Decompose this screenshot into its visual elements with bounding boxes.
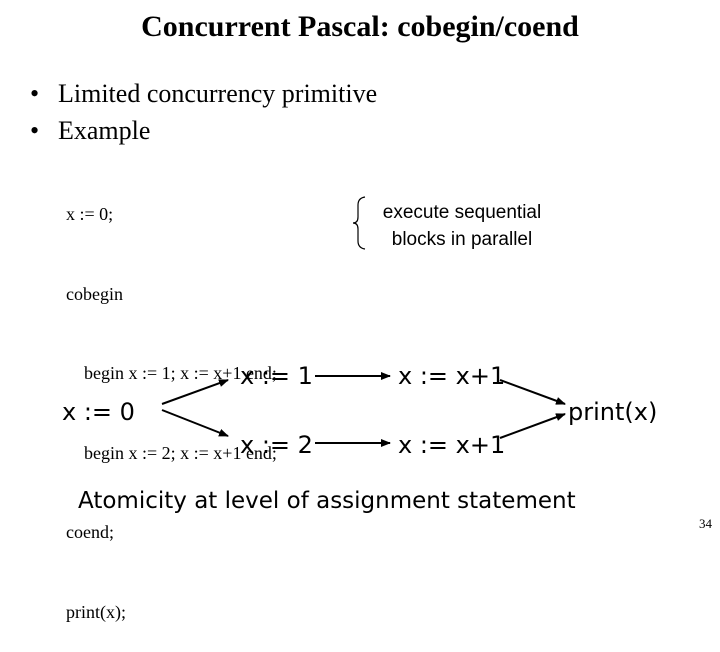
- node-increment-top: x := x+1: [398, 362, 506, 390]
- edge-start-bottom: [161, 409, 229, 437]
- code-line: coend;: [66, 522, 114, 542]
- node-assign-one: x := 1: [240, 362, 313, 390]
- code-line: begin x := 1; x := x+1 end;: [66, 363, 277, 383]
- bullet-icon: •: [30, 116, 40, 145]
- annotation-line: execute sequential: [382, 202, 542, 223]
- flow-edges: [161, 372, 566, 447]
- node-start: x := 0: [62, 398, 135, 426]
- code-line: print(x);: [66, 601, 126, 622]
- bullet-list: • Limited concurrency primitive • Exampl…: [30, 75, 377, 149]
- bullet-text: Example: [58, 116, 151, 145]
- node-print: print(x): [568, 398, 658, 426]
- page-number: 34: [699, 516, 712, 531]
- node-increment-bottom: x := x+1: [398, 431, 506, 459]
- bullet-item: • Limited concurrency primitive: [30, 75, 377, 112]
- annotation-line: blocks in parallel: [391, 229, 533, 250]
- edge-top-end: [499, 379, 566, 405]
- node-assign-two: x := 2: [240, 431, 313, 459]
- bullet-icon: •: [30, 79, 40, 108]
- footer-note: Atomicity at level of assignment stateme…: [78, 488, 576, 514]
- code-line: x := 0;: [66, 204, 114, 224]
- edge-bottom-end: [499, 413, 566, 439]
- slide-title: Concurrent Pascal: cobegin/coend: [141, 10, 579, 43]
- code-line: begin x := 2; x := x+1 end;: [66, 442, 277, 463]
- annotation-note: execute sequential blocks in parallel: [372, 199, 552, 253]
- bullet-text: Limited concurrency primitive: [58, 79, 378, 108]
- left-brace-icon: [352, 196, 366, 250]
- edge-start-top: [161, 379, 229, 405]
- bullet-item: • Example: [30, 112, 377, 149]
- code-line: cobegin: [66, 283, 123, 304]
